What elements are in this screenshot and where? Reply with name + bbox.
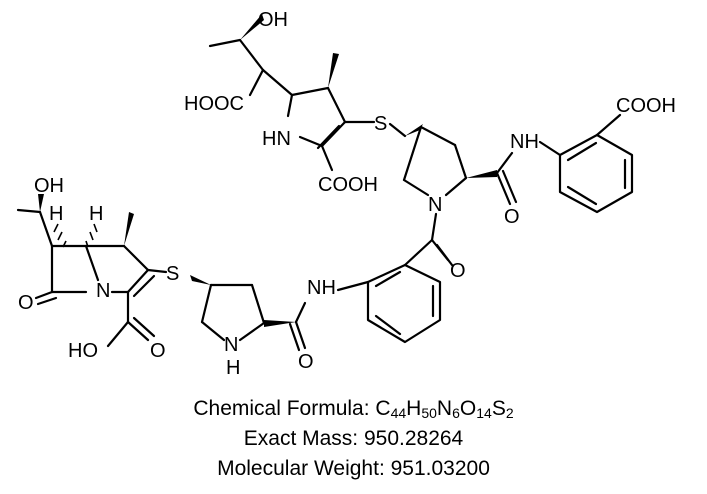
atom-label-nh-amide-upper: NH xyxy=(510,131,539,153)
atom-label-s-lower: S xyxy=(166,263,179,285)
formula-N: N xyxy=(436,397,453,420)
atom-label-o-benzoyl: O xyxy=(450,260,466,282)
atom-label-cooh-upper-ring: COOH xyxy=(318,174,378,196)
atom-label-o-lactam: O xyxy=(18,292,34,314)
atom-label-s-upper: S xyxy=(374,113,387,135)
atom-label-nh-pyrrolidine-lower: N xyxy=(224,334,238,356)
atom-label-hooc: HOOC xyxy=(184,93,244,115)
chemical-formula-label: Chemical Formula: xyxy=(193,397,376,420)
atom-label-h-left-2: H xyxy=(89,203,103,225)
formula-O-count: 14 xyxy=(476,405,492,421)
carbapenem-core-bonds xyxy=(16,194,168,348)
upper-fragment-bonds xyxy=(208,14,376,172)
atom-label-h-pyrrolidine-lower: H xyxy=(226,357,240,379)
lower-pyrrolidine-bonds xyxy=(190,275,307,352)
exact-mass: Exact Mass: 950.28264 xyxy=(243,427,464,450)
chemical-structure: OH HOOC HN S COOH NH COOH N O O OH H H O… xyxy=(16,9,676,379)
central-benzoyl-bonds xyxy=(336,238,454,344)
atom-label-o-carboxyl: O xyxy=(150,340,166,362)
formula-C-count: 44 xyxy=(390,405,407,421)
atom-label-n-pyrrolidine-upper: N xyxy=(428,194,442,216)
atom-label-hn-upper: HN xyxy=(262,128,291,150)
atom-label-n-bicyclic: N xyxy=(96,280,110,302)
formula-H: H xyxy=(406,397,422,420)
atom-label-oh-left: OH xyxy=(34,175,64,197)
molecular-weight: Molecular Weight: 951.03200 xyxy=(217,457,490,480)
formula-O: O xyxy=(459,397,477,420)
atom-label-ho-carboxyl: HO xyxy=(68,340,98,362)
chemical-formula: Chemical Formula: C44H50N6O14S2 xyxy=(0,396,707,426)
hashed-stereo-bonds xyxy=(53,223,98,248)
atom-label-h-left-1: H xyxy=(49,203,63,225)
formula-S: S xyxy=(491,397,506,420)
formula-N-count: 6 xyxy=(452,405,460,421)
upper-pyrrolidine-bonds xyxy=(388,113,634,242)
atom-label-o-amide-lower: O xyxy=(298,351,314,373)
atom-label-o-amide-upper: O xyxy=(504,206,520,228)
atom-label-nh-anilide: NH xyxy=(307,277,336,299)
atom-label-oh-top: OH xyxy=(258,9,288,31)
formula-S-count: 2 xyxy=(505,405,514,421)
atom-label-cooh-benzoic: COOH xyxy=(616,95,676,117)
formula-H-count: 50 xyxy=(421,405,437,421)
formula-C: C xyxy=(375,397,391,420)
